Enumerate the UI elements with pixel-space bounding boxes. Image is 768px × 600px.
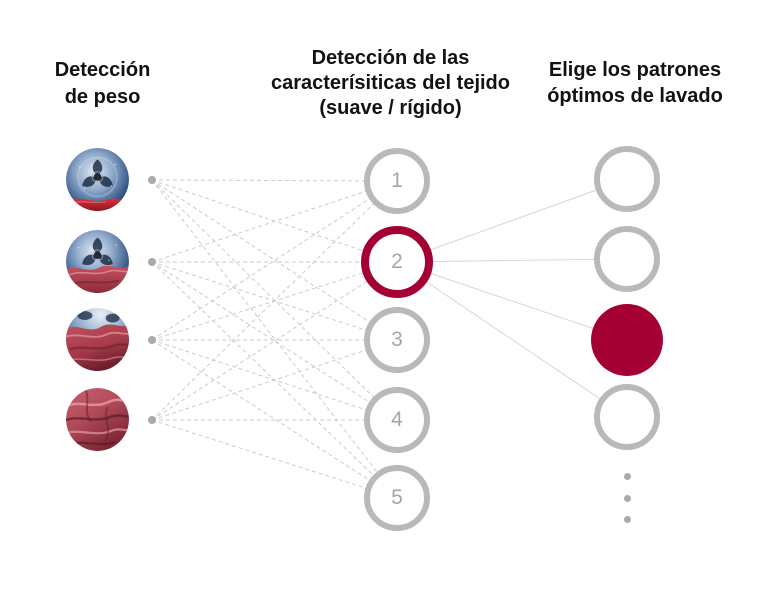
hidden-column-title: Detección de las caracterísiticas del te… bbox=[270, 47, 510, 119]
drum-load-heavy-icon bbox=[66, 308, 129, 371]
hidden-node-2-label: 2 bbox=[391, 250, 403, 273]
output-node-3 bbox=[591, 304, 663, 376]
hidden-node-1: 1 bbox=[364, 148, 430, 214]
input-dot-2 bbox=[148, 258, 156, 266]
input-image-1 bbox=[66, 148, 129, 211]
hidden-node-5-label: 5 bbox=[391, 486, 403, 509]
output-column-title: Elige los patrones óptimos de lavado bbox=[547, 59, 723, 107]
input-image-3 bbox=[66, 308, 129, 371]
hidden-node-2: 2 bbox=[361, 226, 433, 298]
input-image-4 bbox=[66, 388, 129, 451]
hidden-node-4: 4 bbox=[364, 387, 430, 453]
input-dot-3 bbox=[148, 336, 156, 344]
ellipsis-dot-1 bbox=[624, 473, 631, 480]
input-image-2 bbox=[66, 230, 129, 293]
input-column-title: Detección de peso bbox=[54, 59, 151, 108]
ellipsis-dot-3 bbox=[624, 516, 631, 523]
drum-load-medium-icon bbox=[66, 230, 129, 293]
hidden-node-5: 5 bbox=[364, 465, 430, 531]
drum-load-light-icon bbox=[66, 148, 129, 211]
input-dot-1 bbox=[148, 176, 156, 184]
hidden-node-1-label: 1 bbox=[391, 169, 403, 192]
hidden-node-3-label: 3 bbox=[391, 328, 403, 351]
output-node-1 bbox=[594, 146, 660, 212]
ellipsis-dot-2 bbox=[624, 495, 631, 502]
hidden-node-4-label: 4 bbox=[391, 408, 403, 431]
hidden-node-3: 3 bbox=[364, 307, 430, 373]
output-node-4 bbox=[594, 384, 660, 450]
output-node-2 bbox=[594, 226, 660, 292]
input-dot-4 bbox=[148, 416, 156, 424]
drum-load-full-icon bbox=[66, 388, 129, 451]
